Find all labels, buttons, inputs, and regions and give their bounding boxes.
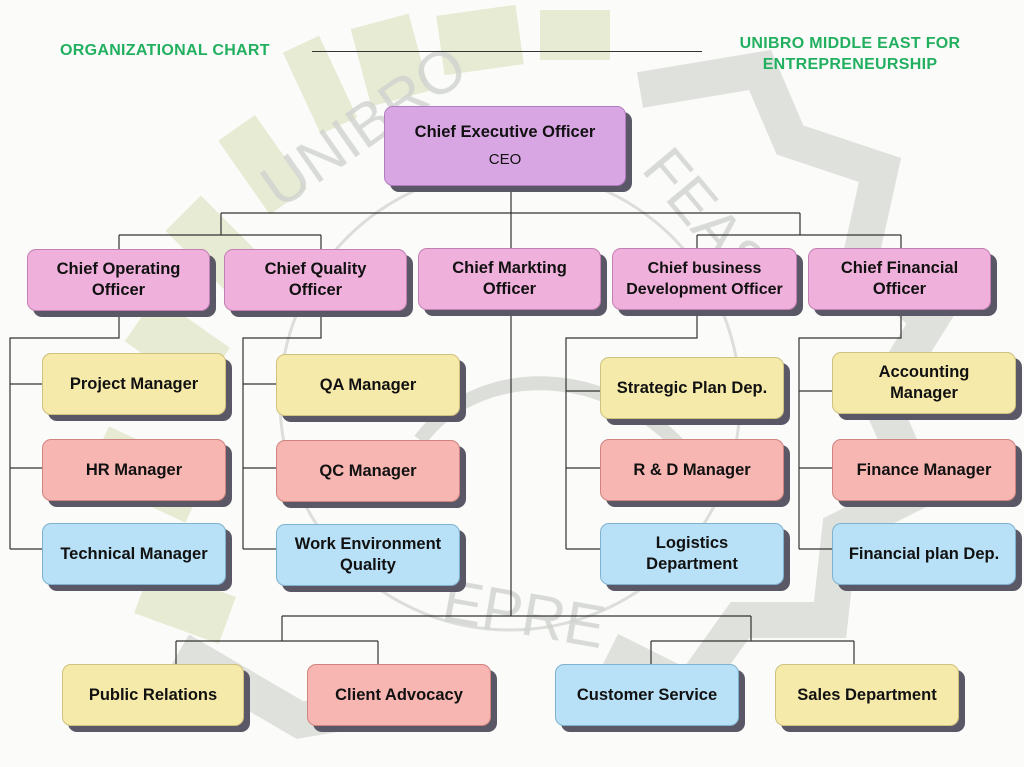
client-advocacy-node[interactable]: Client Advocacy [307,664,491,726]
connector-cqo-children [242,315,322,550]
node-label: Sales Department [797,685,937,704]
node-label: Logistics Department [646,534,738,573]
organization-name: UNIBRO MIDDLE EAST FOR ENTREPRENEURSHIP [720,33,980,75]
node-label: QA Manager [319,375,417,394]
organization-name-line1: UNIBRO MIDDLE EAST FOR [739,35,961,52]
organization-name-line2: ENTREPRENEURSHIP [762,56,938,73]
project-manager-node[interactable]: Project Manager [42,353,226,415]
node-label: Chief Financial Officer [840,259,959,298]
header-divider [312,51,702,52]
public-relations-node[interactable]: Public Relations [62,664,244,726]
connector-cfo-children [798,315,902,550]
node-label: Chief Markting Officer [452,259,567,298]
ceo-title: Chief Executive Officer [414,123,596,141]
node-label: Chief Quality Officer [264,260,367,299]
finance-manager-node[interactable]: Finance Manager [832,439,1016,501]
node-label: Finance Manager [856,460,992,479]
accounting-manager-node[interactable]: Accounting Manager [832,352,1016,414]
connector-cbdo-children [565,315,698,550]
hr-manager-node[interactable]: HR Manager [42,439,226,501]
node-label: Work Environment Quality [294,535,442,574]
connector-left-pair [118,213,322,250]
chief-operating-officer-node[interactable]: Chief Operating Officer [27,249,210,311]
financial-plan-dep-node[interactable]: Financial plan Dep. [832,523,1016,585]
connector-right-pair [696,213,902,250]
node-label: Client Advocacy [335,685,463,704]
connector-marketing-children [175,615,855,667]
technical-manager-node[interactable]: Technical Manager [42,523,226,585]
logistics-department-node[interactable]: Logistics Department [600,523,784,585]
node-label: Technical Manager [60,544,208,563]
chief-financial-officer-node[interactable]: Chief Financial Officer [808,248,991,310]
r-and-d-manager-node[interactable]: R & D Manager [600,439,784,501]
chart-title: ORGANIZATIONAL CHART [60,42,270,59]
ceo-node[interactable]: Chief Executive Officer CEO [384,106,626,186]
node-label: R & D Manager [633,460,751,479]
connector-coo-children [9,315,120,550]
strategic-plan-dep-node[interactable]: Strategic Plan Dep. [600,357,784,419]
qa-manager-node[interactable]: QA Manager [276,354,460,416]
chief-business-development-officer-node[interactable]: Chief business Development Officer [612,248,797,310]
node-label: Customer Service [576,685,718,704]
node-label: HR Manager [85,460,183,479]
node-label: Public Relations [88,685,218,704]
node-label: Accounting Manager [878,363,970,402]
ceo-abbr: CEO [488,151,522,168]
node-label: Chief business Development Officer [626,260,783,298]
chief-marketing-officer-node[interactable]: Chief Markting Officer [418,248,601,310]
customer-service-node[interactable]: Customer Service [555,664,739,726]
node-label: Strategic Plan Dep. [616,378,768,397]
chief-quality-officer-node[interactable]: Chief Quality Officer [224,249,407,311]
work-environment-quality-node[interactable]: Work Environment Quality [276,524,460,586]
node-label: Financial plan Dep. [848,544,1000,563]
qc-manager-node[interactable]: QC Manager [276,440,460,502]
sales-department-node[interactable]: Sales Department [775,664,959,726]
node-label: Chief Operating Officer [56,260,181,299]
node-label: QC Manager [319,461,417,480]
node-label: Project Manager [69,374,199,393]
